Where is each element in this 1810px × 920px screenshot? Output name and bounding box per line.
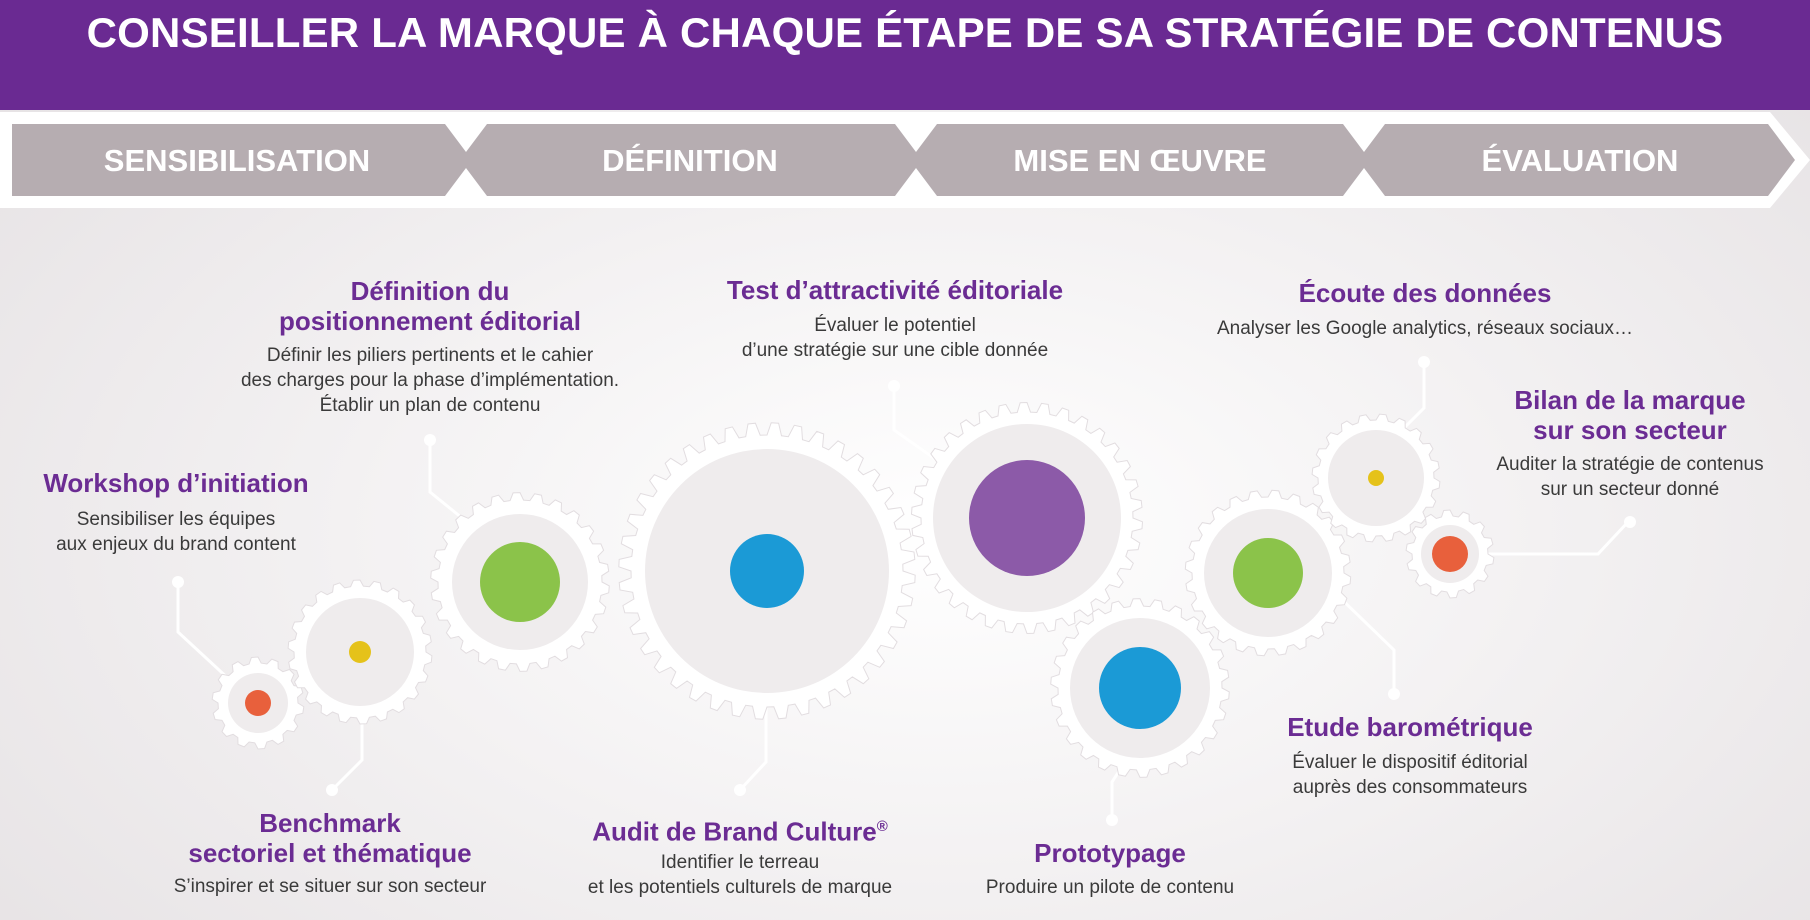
connector-dot-ecoute [1418, 356, 1430, 368]
phase-chevron-mise-en-oeuvre [910, 124, 1370, 196]
phase-label-sensibilisation: SENSIBILISATION [103, 143, 371, 178]
gear-dot-positionnement [480, 542, 560, 622]
gear-test [910, 401, 1144, 635]
phase-label-mise-en-oeuvre: MISE EN ŒUVRE [1013, 143, 1267, 178]
phase-chevron-definition [460, 124, 922, 196]
step-desc-prototypage: Produire un pilote de contenu [985, 877, 1235, 898]
gear-dot-audit [730, 534, 804, 608]
step-desc-benchmark: S’inspirer et se situer sur son secteur [173, 876, 487, 897]
gear-ecoute [1311, 413, 1441, 543]
connector-dot-positionnement [424, 434, 436, 446]
phase-chevron-sensibilisation [12, 124, 472, 196]
step-desc-audit: Identifier le terreau et les potentiels … [587, 852, 893, 898]
gear-audit [618, 422, 916, 720]
gear-dot-workshop [245, 690, 271, 716]
connector-benchmark [330, 712, 364, 792]
step-title-bilan: Bilan de la marque sur son secteur [1514, 385, 1746, 445]
step-title-positionnement: Définition du positionnement éditorial [279, 276, 581, 336]
gear-positionnement [430, 492, 610, 672]
registered-mark: ® [876, 818, 888, 835]
gear-dot-benchmark [349, 641, 371, 663]
gear-prototypage [1050, 598, 1230, 778]
step-title-prototypage: Prototypage [1034, 838, 1186, 868]
step-title-audit-text: Audit de Brand Culture [592, 816, 877, 847]
connector-dot-audit [734, 784, 746, 796]
connector-lines [176, 362, 1630, 820]
connector-dot-workshop [172, 576, 184, 588]
gear-benchmark [287, 579, 433, 725]
step-title-etude: Etude barométrique [1287, 712, 1533, 742]
step-title-workshop: Workshop d’initiation [43, 468, 309, 498]
gear-dot-ecoute [1368, 470, 1384, 486]
connector-ecoute [1396, 362, 1426, 436]
step-desc-ecoute: Analyser les Google analytics, réseaux s… [1216, 318, 1634, 339]
connector-dot-bilan [1624, 516, 1636, 528]
step-title-ecoute: Écoute des données [1298, 278, 1552, 308]
phase-bar [0, 112, 1810, 208]
gear-etude [1184, 489, 1352, 657]
connector-positionnement [428, 442, 463, 520]
gear-bilan [1405, 509, 1495, 599]
phase-label-definition: DÉFINITION [602, 143, 778, 178]
connector-bilan [1450, 520, 1630, 556]
connector-dot-test [888, 380, 900, 392]
step-desc-workshop: Sensibiliser les équipes aux enjeux du b… [56, 509, 296, 555]
step-desc-etude: Évaluer le dispositif éditorial auprès d… [1292, 752, 1528, 798]
gear-dot-bilan [1432, 536, 1468, 572]
step-title-benchmark: Benchmark sectoriel et thématique [188, 808, 472, 868]
connector-dot-etude [1388, 688, 1400, 700]
connector-workshop [176, 582, 234, 684]
connector-audit [738, 688, 768, 792]
connector-etude [1330, 588, 1396, 694]
step-title-audit: Audit de Brand Culture® [560, 812, 920, 847]
page-title: CONSEILLER LA MARQUE À CHAQUE ÉTAPE DE S… [86, 9, 1724, 56]
phase-chevron-evaluation [1358, 124, 1795, 196]
connector-dots [172, 356, 1636, 826]
connector-dot-prototypage [1106, 814, 1118, 826]
gear-dot-test [969, 460, 1085, 576]
phase-label-evaluation: ÉVALUATION [1481, 143, 1679, 178]
connector-dot-benchmark [326, 784, 338, 796]
gear-dot-etude [1233, 538, 1303, 608]
header-band [0, 0, 1810, 110]
step-desc-positionnement: Définir les piliers pertinents et le cah… [240, 345, 620, 416]
gear-layer [211, 401, 1495, 778]
gear-workshop [211, 656, 305, 750]
step-desc-test: Évaluer le potentiel d’une stratégie sur… [741, 315, 1049, 361]
step-desc-bilan: Auditer la stratégie de contenus sur un … [1496, 454, 1764, 500]
step-title-test: Test d’attractivité éditoriale [726, 275, 1064, 305]
gear-dot-prototypage [1099, 647, 1181, 729]
